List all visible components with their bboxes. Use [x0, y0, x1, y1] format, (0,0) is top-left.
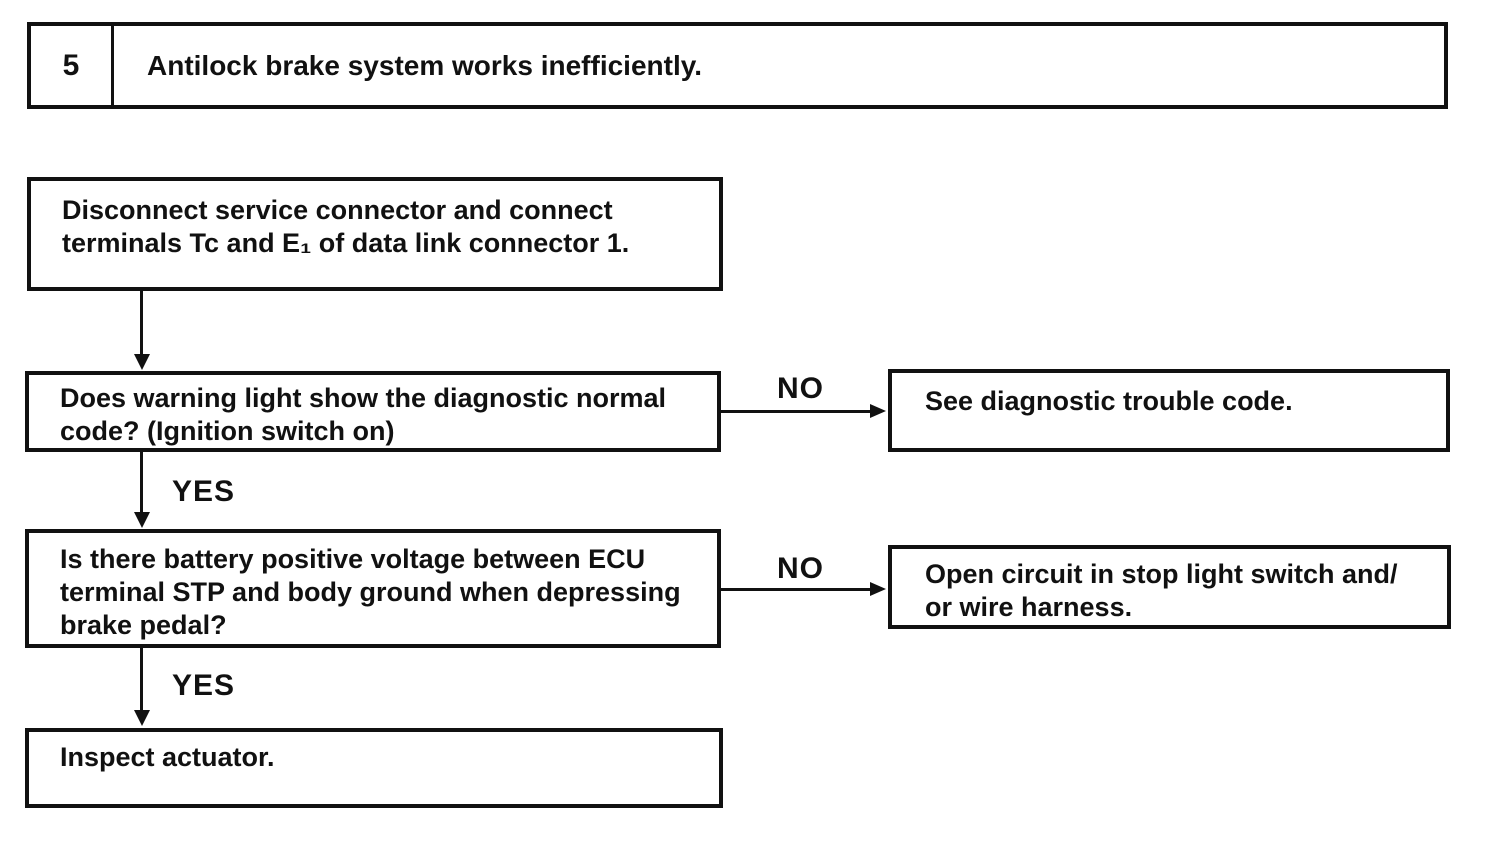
problem-number: 5: [31, 26, 114, 105]
arrowhead-right-icon: [870, 582, 886, 596]
problem-title: Antilock brake system works inefficientl…: [147, 49, 703, 81]
node-see-diagnostic-trouble-code: See diagnostic trouble code.: [888, 369, 1450, 452]
branch-label-yes: YES: [172, 669, 236, 702]
box-line: brake pedal?: [60, 610, 227, 640]
arrow-q2-no-to-r2: [721, 588, 872, 591]
arrow-step1-to-q1: [140, 291, 143, 356]
arrowhead-down-icon: [134, 710, 150, 726]
box-line: terminals Tc and E₁ of data link connect…: [62, 228, 630, 258]
box-line: terminal STP and body ground when depres…: [60, 577, 681, 607]
node-battery-voltage-question: Is there battery positive voltage betwee…: [25, 529, 721, 648]
box-line: Does warning light show the diagnostic n…: [60, 383, 667, 413]
branch-label-yes: YES: [172, 475, 236, 508]
arrowhead-right-icon: [870, 404, 886, 418]
box-line: Disconnect service connector and connect: [62, 195, 613, 225]
arrow-q1-no-to-r1: [721, 410, 872, 413]
box-line: code? (Ignition switch on): [60, 416, 395, 446]
problem-header: 5 Antilock brake system works inefficien…: [27, 22, 1448, 109]
node-open-circuit-stop-light-switch: Open circuit in stop light switch and/ o…: [888, 545, 1451, 629]
node-inspect-actuator: Inspect actuator.: [25, 728, 723, 808]
branch-label-no: NO: [777, 372, 824, 405]
box-line: or wire harness.: [925, 592, 1133, 622]
arrowhead-down-icon: [134, 512, 150, 528]
box-line: Inspect actuator.: [60, 742, 275, 772]
node-warning-light-question: Does warning light show the diagnostic n…: [25, 371, 721, 452]
arrow-q2-yes-to-end: [140, 648, 143, 712]
box-line: Is there battery positive voltage betwee…: [60, 544, 646, 574]
box-line: See diagnostic trouble code.: [925, 386, 1293, 416]
arrowhead-down-icon: [134, 354, 150, 370]
box-line: Open circuit in stop light switch and/: [925, 559, 1398, 589]
node-disconnect-service-connector: Disconnect service connector and connect…: [27, 177, 723, 291]
branch-label-no: NO: [777, 552, 824, 585]
arrow-q1-yes-to-q2: [140, 452, 143, 514]
